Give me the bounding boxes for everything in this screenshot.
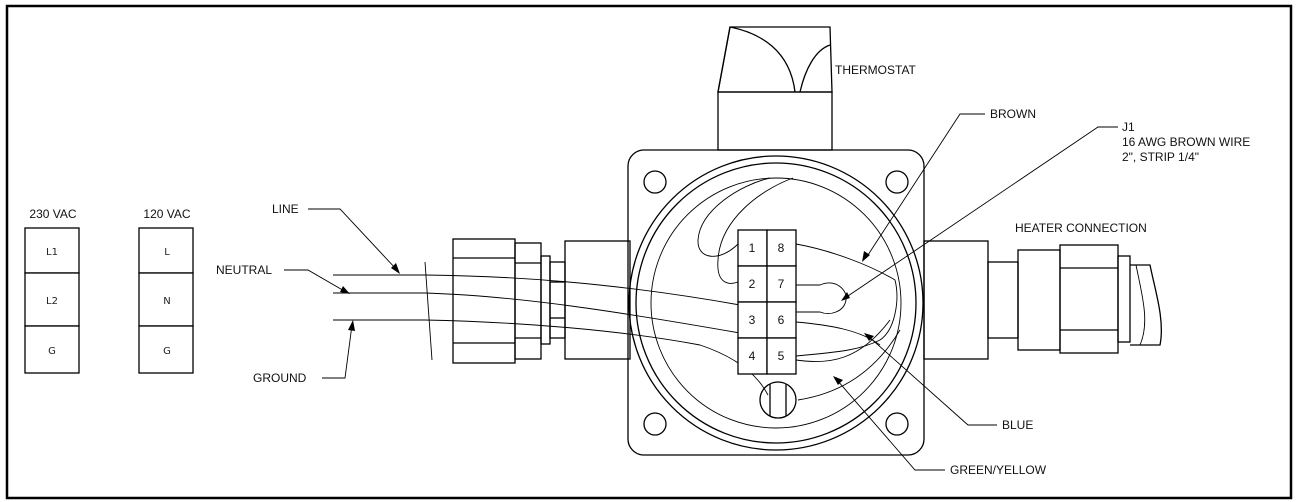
label-j1-wire: 16 AWG BROWN WIRE — [1122, 135, 1250, 149]
pin-6: 6 — [778, 313, 785, 327]
label-ground: GROUND — [253, 371, 307, 385]
diagram-frame — [5, 4, 1293, 500]
pin-2: 2 — [749, 277, 756, 291]
terminal-block-230vac-title: 230 VAC — [29, 207, 76, 221]
internal-wiring — [697, 177, 901, 419]
label-j1: J1 — [1122, 120, 1135, 134]
cable-gland — [452, 238, 631, 364]
label-heater-connection: HEATER CONNECTION — [1015, 221, 1147, 235]
mounting-hole — [885, 170, 909, 194]
label-brown: BROWN — [990, 107, 1036, 121]
terminal-block-120vac-title: 120 VAC — [143, 207, 190, 221]
terminal-g-120: G — [163, 346, 171, 357]
mounting-hole — [643, 412, 667, 436]
heater-connection: HEATER CONNECTION — [987, 221, 1163, 354]
junction-enclosure — [627, 91, 989, 456]
terminal-strip: 1 2 3 4 8 7 6 5 — [737, 229, 797, 375]
pin-4: 4 — [749, 349, 756, 363]
pin-5: 5 — [778, 349, 785, 363]
mounting-hole — [885, 412, 909, 436]
mounting-hole — [643, 170, 667, 194]
thermostat-housing: THERMOSTAT — [717, 26, 917, 93]
label-green-yellow: GREEN/YELLOW — [950, 463, 1047, 477]
terminal-n: N — [163, 296, 170, 307]
terminal-l1: L1 — [46, 247, 58, 258]
label-j1-strip: 2", STRIP 1/4" — [1122, 150, 1199, 164]
label-neutral: NEUTRAL — [216, 263, 272, 277]
pin-8: 8 — [778, 241, 785, 255]
terminal-l: L — [164, 247, 170, 258]
label-line: LINE — [272, 202, 299, 216]
terminal-block-120vac: 120 VAC L N G — [138, 207, 194, 374]
terminal-l2: L2 — [46, 296, 58, 307]
pin-1: 1 — [749, 241, 756, 255]
callouts: LINE NEUTRAL GROUND BROWN J1 16 AWG BROW… — [216, 107, 1250, 477]
pin-7: 7 — [778, 277, 785, 291]
pin-3: 3 — [749, 313, 756, 327]
label-blue: BLUE — [1002, 418, 1033, 432]
terminal-g-230: G — [48, 346, 56, 357]
label-thermostat: THERMOSTAT — [835, 63, 917, 77]
terminal-block-230vac: 230 VAC L1 L2 G — [24, 207, 80, 374]
